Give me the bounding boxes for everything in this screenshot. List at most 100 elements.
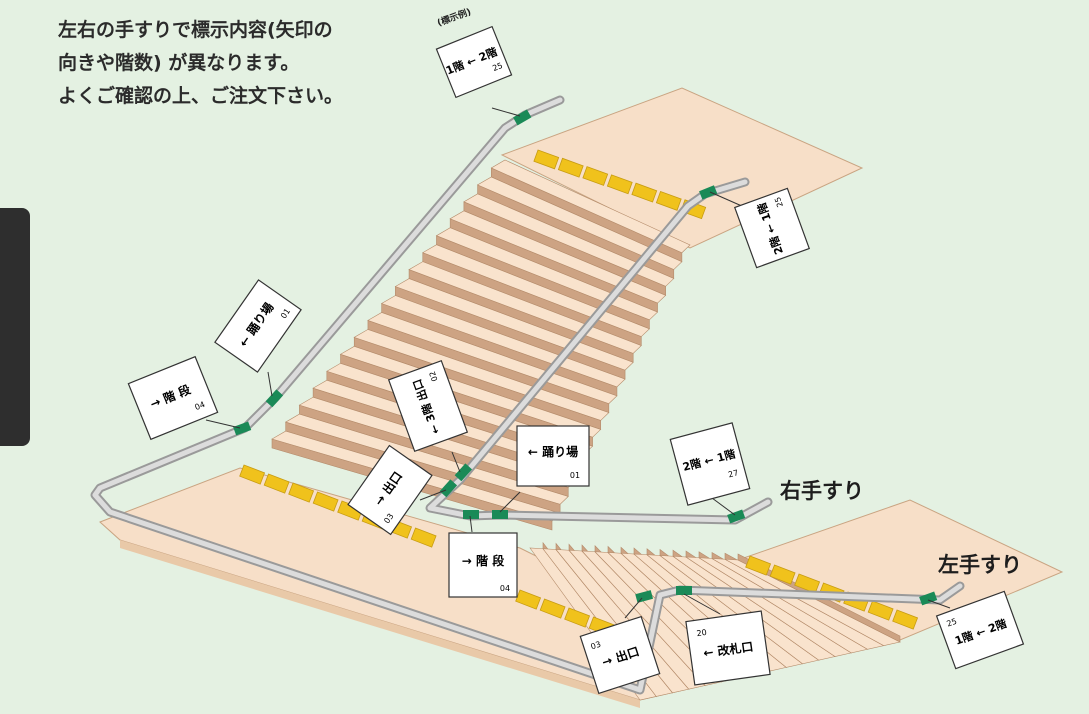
sign-number: 04: [500, 584, 510, 593]
lower-floor-edge: [120, 540, 640, 708]
sign-card: [214, 279, 302, 373]
rail-clip: [676, 586, 692, 595]
sign-left-landing: ← 踊り場 01: [214, 279, 302, 373]
sign-main-text: ← 改札口: [702, 639, 754, 661]
sign-card: [448, 532, 518, 598]
sign-center-stairs: → 階 段 04: [448, 532, 518, 598]
rail-clip: [699, 185, 718, 200]
step-tread: [380, 295, 626, 388]
rail-clip: [454, 463, 473, 482]
sign-card: [127, 355, 219, 441]
leader-line: [499, 491, 521, 513]
leader-line: [469, 515, 473, 533]
tactile-tile: [564, 607, 591, 628]
step-tread: [476, 176, 683, 270]
sign-top-example: 1階 ← 2階 25: [435, 25, 513, 99]
left-handrail-label: 左手すり: [938, 553, 1022, 577]
tactile-tile: [515, 589, 542, 610]
tactile-tile: [239, 464, 266, 485]
sign-number: 02: [428, 370, 440, 383]
tactile-tile: [892, 609, 919, 630]
tactile-tile: [312, 491, 339, 512]
rail-clip: [635, 590, 654, 603]
rail-clip: [513, 109, 532, 126]
sign-bottom-center: ← 改札口 20: [685, 610, 771, 686]
sign-number: 25: [491, 61, 504, 73]
sign-main-text: ← 踊り場: [528, 444, 578, 459]
sign-center-floor: ← 3階 出口 02: [387, 359, 469, 453]
note-line: 向きや階数) が異なります。: [58, 52, 300, 74]
leader-line: [419, 489, 447, 501]
tactile-tile: [867, 600, 894, 621]
rail-clip: [727, 509, 746, 524]
tactile-tile: [745, 555, 772, 576]
tactile-tile: [606, 174, 633, 195]
leader-line: [205, 419, 241, 429]
rail-clip: [233, 421, 252, 436]
sign-number: 25: [945, 617, 958, 629]
leader-line: [491, 107, 521, 117]
sign-center-landing: ← 踊り場 01: [516, 425, 590, 487]
tactile-tile: [769, 564, 796, 585]
step-tread: [367, 312, 618, 404]
step-tread: [463, 193, 675, 287]
handrails: [90, 95, 965, 695]
leader-line: [267, 371, 273, 397]
leader-line: [451, 451, 461, 473]
sign-number: 04: [194, 400, 207, 412]
sign-main-text: → 階 段: [462, 553, 505, 568]
sign-number: 01: [570, 471, 580, 480]
sign-card: [516, 425, 590, 487]
leader-line: [711, 497, 736, 516]
note-line: よくご確認の上、ご注文下さい。: [58, 85, 344, 107]
step-tread: [284, 413, 569, 505]
sign-card: [733, 187, 811, 269]
tactile-tile: [410, 527, 437, 548]
right-handrail-label: 右手すり: [780, 479, 864, 503]
note-line: 左右の手すりで標示内容(矢印の: [58, 19, 333, 41]
sign-number: 27: [727, 468, 739, 479]
sign-card: [435, 25, 513, 99]
sign-card: [685, 610, 771, 686]
sign-card: [347, 444, 433, 536]
rail-clip: [492, 510, 508, 519]
sign-center-left-floor: → 出口 03: [347, 444, 433, 536]
tactile-tile: [631, 182, 658, 203]
sign-card: [579, 615, 661, 695]
step-tread: [353, 329, 610, 421]
tactile-tile: [655, 190, 682, 211]
step-tread: [490, 159, 691, 254]
tactile-tile: [533, 149, 560, 170]
sign-left-stairs: → 階 段 04: [127, 355, 219, 441]
side-panel-tab[interactable]: [0, 208, 30, 446]
right-handrail: [427, 179, 771, 523]
step-tread: [435, 227, 659, 321]
leader-line: [683, 593, 721, 615]
tactile-tile: [794, 573, 821, 594]
step-tread: [339, 346, 602, 438]
sign-number: 25: [773, 196, 785, 209]
sign-card: [669, 422, 751, 506]
tactile-tile: [582, 166, 609, 186]
sign-number: 03: [590, 640, 602, 652]
tactile-tile: [539, 598, 566, 619]
tactile-tile: [557, 157, 584, 178]
leader-line: [927, 599, 951, 609]
rail-clip: [439, 479, 458, 498]
sign-number: 20: [696, 628, 707, 638]
sign-card: [935, 590, 1025, 670]
sign-bottom-right: 1階 ← 2階 25: [935, 590, 1025, 670]
sign-card: [387, 359, 469, 453]
step-tread: [449, 210, 667, 304]
rail-clip: [463, 510, 479, 519]
sign-upper-right: 2階 ← 1階 25: [733, 187, 811, 269]
sign-bottom-left: → 出口 03: [579, 615, 661, 695]
tactile-tile: [263, 473, 290, 494]
rail-clip: [919, 591, 938, 606]
rail-clips: [233, 109, 938, 606]
tactile-tile: [288, 482, 315, 503]
sign-right-upper: 2階 ← 1階 27: [669, 422, 751, 506]
main-staircase: [271, 159, 691, 531]
rail-clip: [265, 389, 284, 408]
